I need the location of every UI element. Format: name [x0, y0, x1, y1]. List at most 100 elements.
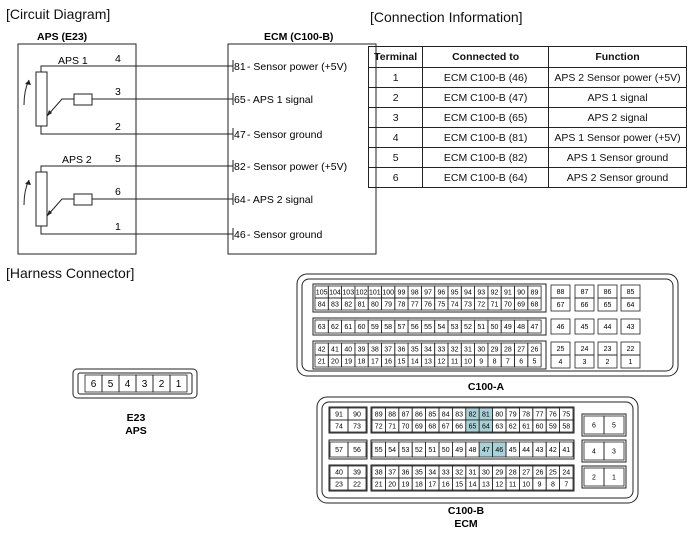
- pin-number: 33: [442, 470, 450, 477]
- connector-pin: 18: [411, 477, 427, 491]
- connected-to-cell: ECM C100-B (64): [422, 167, 549, 188]
- pin-number: 100: [382, 290, 394, 297]
- pin-number: 36: [398, 347, 406, 354]
- pin-number: 49: [455, 447, 463, 454]
- connector-pin: 13: [420, 354, 436, 368]
- connector-pin: 90: [514, 285, 529, 299]
- pin-number: 72: [375, 424, 383, 431]
- connector-pin: 23: [597, 341, 618, 356]
- connector-pin: 6: [583, 415, 605, 435]
- connector-pin: 28: [505, 465, 520, 479]
- wire-1: 481- Sensor power (+5V): [109, 53, 347, 73]
- connector-pin: 10: [460, 354, 475, 368]
- connector-pin: 89: [527, 285, 542, 299]
- connector-pin: 13: [478, 477, 494, 491]
- pin-number: 39: [358, 347, 366, 354]
- connector-pin: 55: [371, 441, 386, 458]
- connected-to-cell: ECM C100-B (81): [422, 127, 549, 148]
- connector-pin: 57: [394, 319, 409, 334]
- pin-number: 82: [469, 412, 477, 419]
- pin-number: 43: [536, 447, 544, 454]
- pin-number: 1: [612, 475, 616, 482]
- connector-pin: 61: [341, 319, 356, 334]
- pin-number: 39: [353, 470, 361, 477]
- pin-number: 64: [627, 302, 635, 309]
- connector-pin: 29: [492, 465, 507, 479]
- pin-number: 22: [353, 482, 361, 489]
- pin-number: 75: [437, 302, 445, 309]
- connector-pin: 52: [411, 441, 427, 458]
- pin-number: 58: [384, 324, 392, 331]
- aps1-potentiometer: [23, 65, 109, 135]
- connector-pin: 27: [514, 342, 529, 356]
- connector-pin: 31: [460, 342, 475, 356]
- connector-pin: 22: [347, 477, 367, 491]
- aps2-signal-resistor: [73, 193, 93, 206]
- pin-number: 75: [562, 412, 570, 419]
- connector-pin: 12: [434, 354, 449, 368]
- pin-number: 27: [517, 347, 525, 354]
- pin-number: 52: [464, 324, 472, 331]
- aps1-label: APS 1: [58, 55, 88, 67]
- connector-pin: 5: [101, 374, 120, 393]
- connector-pin: 42: [545, 441, 561, 458]
- connector-pin: 84: [438, 407, 453, 421]
- connector-pin: 29: [487, 342, 502, 356]
- connected-to-cell: ECM C100-B (65): [422, 107, 549, 128]
- function-cell: APS 2 Sensor power (+5V): [548, 67, 687, 88]
- connector-pin: 66: [451, 419, 467, 433]
- connector-pin: 25: [545, 465, 561, 479]
- pin-number: 35: [415, 470, 423, 477]
- pin-number: 84: [318, 302, 326, 309]
- pin-number: 2: [592, 475, 596, 482]
- pin-number: 35: [411, 347, 419, 354]
- connector-pin: 26: [532, 465, 547, 479]
- connector-pin: 36: [398, 465, 413, 479]
- connector-pin: 33: [438, 465, 453, 479]
- connector-pin: 71: [384, 419, 400, 433]
- connection-info-heading: [Connection Information]: [370, 9, 523, 25]
- connector-pin: 88: [550, 284, 571, 299]
- pin-number: 49: [504, 324, 512, 331]
- connector-pin: 43: [620, 318, 641, 335]
- pin-number: 24: [562, 470, 570, 477]
- pin-number: 43: [627, 324, 635, 331]
- aps-box: [17, 43, 137, 255]
- pin-number: 85: [627, 289, 635, 296]
- connector-pin: 82: [341, 297, 356, 311]
- aps1-signal-resistor: [73, 93, 93, 106]
- ecm-pin-number: 82: [234, 161, 246, 173]
- pin-number: 50: [491, 324, 499, 331]
- connector-pin: 73: [460, 297, 475, 311]
- ecm-pin-number: 47: [234, 129, 246, 141]
- pin-number: 31: [469, 470, 477, 477]
- connector-pin: 76: [545, 407, 561, 421]
- pin-number: 78: [522, 412, 530, 419]
- connector-pin: 32: [447, 342, 462, 356]
- pin-number: 5: [612, 423, 616, 430]
- pin-number: 2: [159, 379, 165, 390]
- pin-number: 70: [402, 424, 410, 431]
- connector-pin: 24: [574, 341, 595, 356]
- connector-pin: 32: [451, 465, 467, 479]
- connector-pin: 58: [559, 419, 574, 433]
- pin-number: 66: [455, 424, 463, 431]
- connector-pin: 2: [597, 354, 618, 369]
- connector-pin: 64: [478, 419, 494, 433]
- pin-number: 59: [549, 424, 557, 431]
- pin-number: 95: [451, 290, 459, 297]
- pin-number: 57: [335, 447, 343, 454]
- connector-pin: 15: [394, 354, 409, 368]
- pin-number: 68: [531, 302, 539, 309]
- pin-number: 38: [371, 347, 379, 354]
- ecm-pin-function: - APS 1 signal: [247, 94, 313, 106]
- connector-pin: 87: [574, 284, 595, 299]
- connector-pin: 67: [550, 297, 571, 312]
- pin-number: 8: [493, 359, 497, 366]
- wire-2: 365- APS 1 signal: [109, 86, 313, 106]
- connector-pin: 101: [367, 285, 382, 299]
- aps-label: APS: [125, 425, 147, 437]
